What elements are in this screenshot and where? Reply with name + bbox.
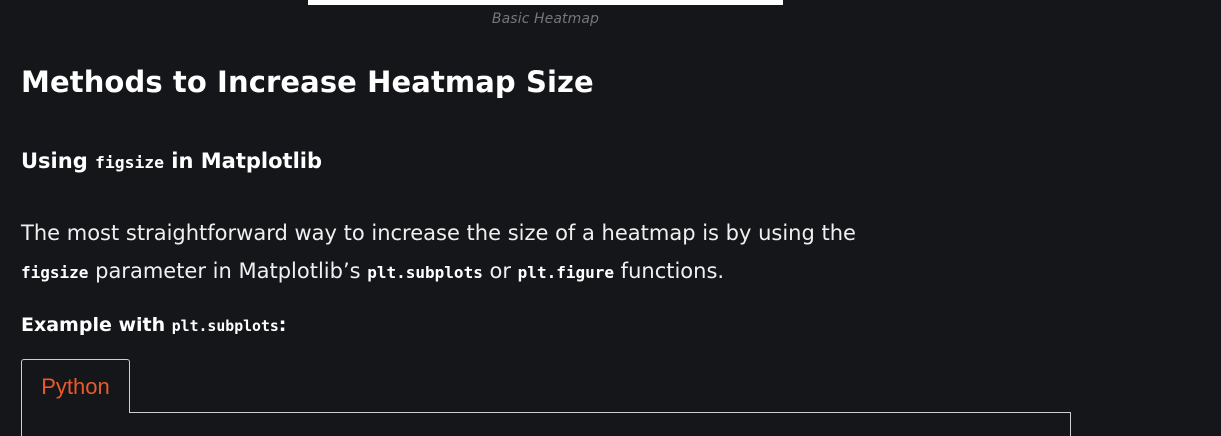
figure-caption: Basic Heatmap [491,11,600,27]
heatmap-image [308,0,783,5]
subsection-heading: Using figsize in Matplotlib [21,145,322,179]
paragraph-text: parameter in Matplotlib’s [88,259,368,283]
inline-code: plt.subplots [171,318,279,335]
example-suffix: : [278,314,287,336]
paragraph-text: functions. [614,259,725,283]
paragraph-text: The most straightforward way to increase… [21,221,856,245]
inline-code: figsize [21,263,89,282]
subsection-prefix: Using [21,149,96,173]
inline-code: figsize [95,153,164,172]
example-heading: Example with plt.subplots: [21,310,286,342]
intro-paragraph: The most straightforward way to increase… [21,214,921,292]
tab-label: Python [41,374,110,399]
example-prefix: Example with [21,314,172,336]
inline-code: plt.figure [517,263,614,282]
subsection-suffix: in Matplotlib [164,149,323,173]
section-heading: Methods to Increase Heatmap Size [21,65,594,99]
code-block [21,412,1071,436]
paragraph-text: or [482,259,518,283]
tab-python[interactable]: Python [21,359,130,413]
inline-code: plt.subplots [367,263,483,282]
